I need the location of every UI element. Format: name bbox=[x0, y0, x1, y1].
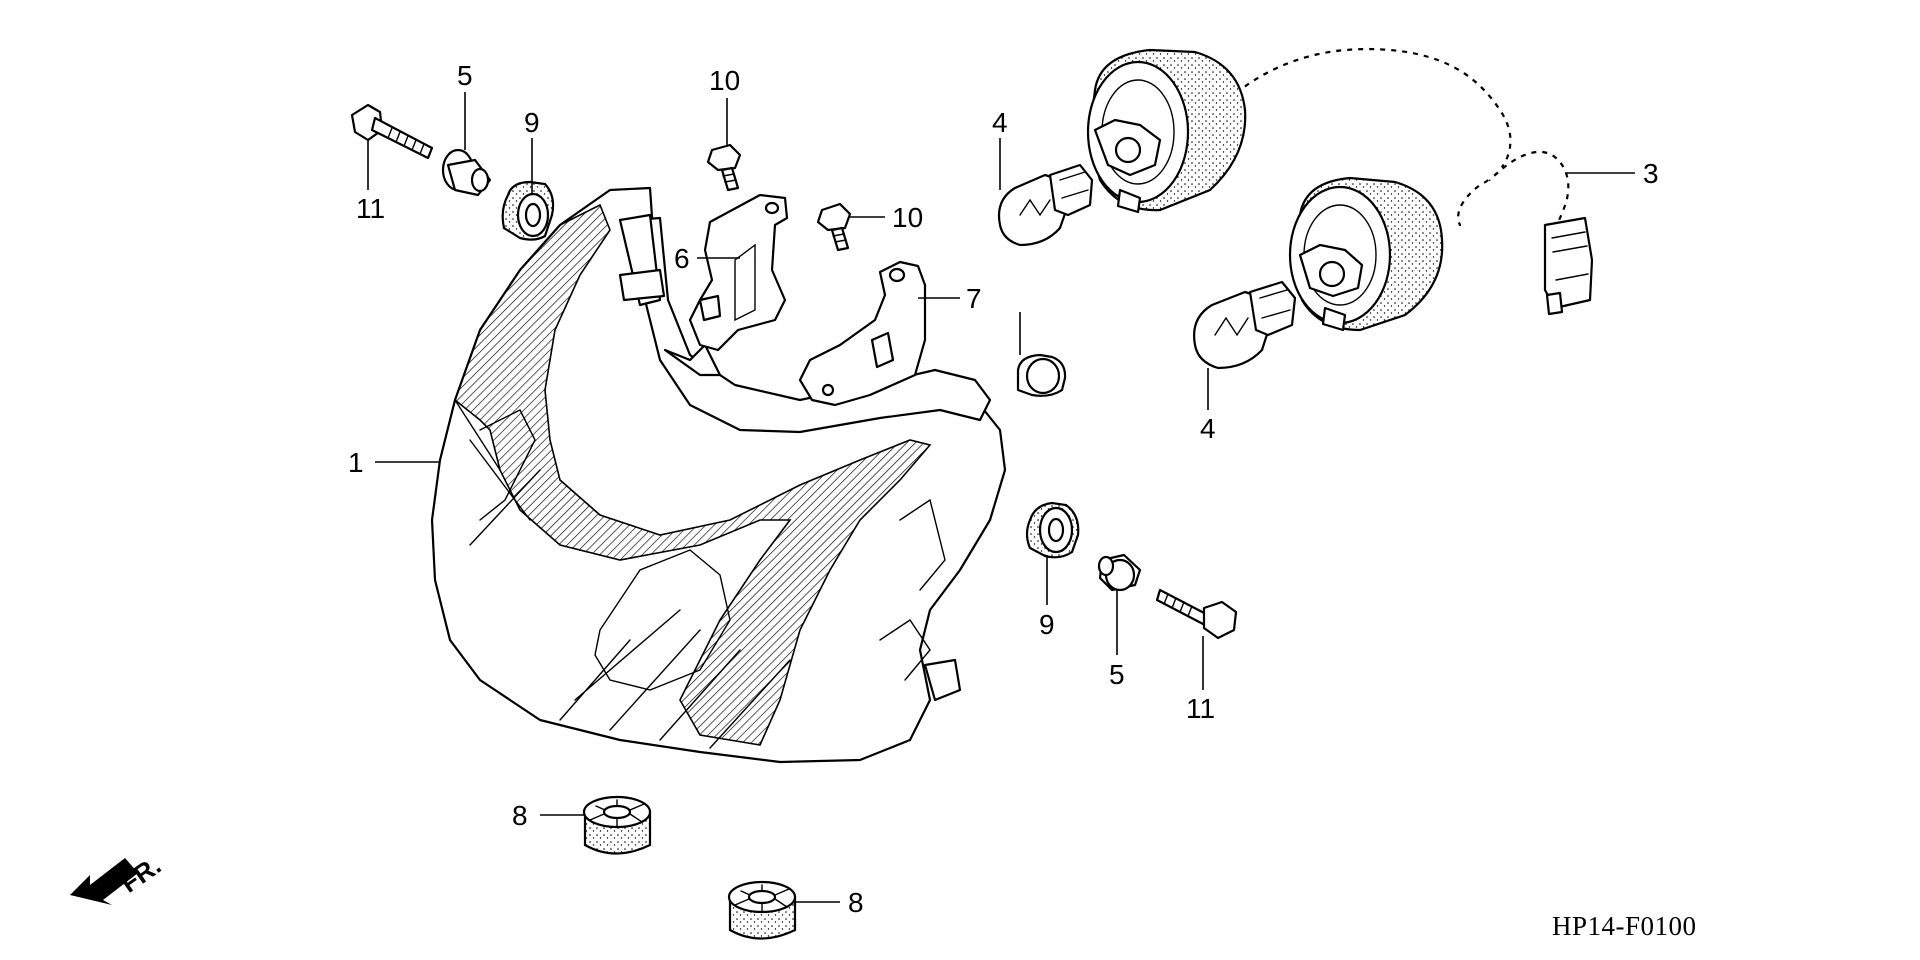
drawing-code: HP14-F0100 bbox=[1552, 911, 1697, 941]
direction-label: FR. bbox=[115, 850, 167, 899]
grommet-8-top bbox=[582, 795, 652, 855]
callout-stay-6: 6 bbox=[674, 243, 690, 274]
callout-bolt-11-left: 11 bbox=[356, 193, 385, 224]
callout-socket-harness-3: 3 bbox=[1643, 158, 1659, 189]
screw-10-right bbox=[816, 202, 852, 252]
callout-stay-7: 7 bbox=[966, 283, 982, 314]
bolt-11-left bbox=[350, 103, 434, 160]
collar-5-right bbox=[1097, 553, 1142, 592]
callout-grommet-8-bottom: 8 bbox=[848, 887, 864, 918]
leader-lines bbox=[367, 92, 1635, 903]
callout-bulb-4-lower: 4 bbox=[1200, 413, 1216, 444]
grommet-9-right bbox=[1025, 501, 1080, 559]
callout-grommet-9-right: 9 bbox=[1039, 609, 1055, 640]
stay-6 bbox=[688, 193, 789, 352]
front-direction-arrow-icon bbox=[70, 858, 138, 905]
bolt-11-right bbox=[1155, 588, 1238, 640]
callouts: 11 5 9 10 10 6 7 4 4 3 1 9 5 11 8 8 bbox=[348, 60, 1659, 918]
callout-headlight-unit-1: 1 bbox=[348, 447, 364, 478]
callout-screw-10-right: 10 bbox=[892, 202, 923, 233]
callout-bulb-4-upper: 4 bbox=[992, 107, 1008, 138]
socket-harness bbox=[1086, 45, 1594, 332]
grommet-8-bottom bbox=[727, 880, 797, 940]
bulb-4-lower bbox=[1193, 280, 1297, 370]
callout-collar-5-left: 5 bbox=[457, 60, 473, 91]
collar-2 bbox=[1016, 353, 1067, 397]
callout-grommet-8-top: 8 bbox=[512, 800, 528, 831]
bulb-4-upper bbox=[997, 163, 1094, 247]
stay-7 bbox=[798, 260, 927, 407]
callout-screw-10-top: 10 bbox=[709, 65, 740, 96]
collar-5-left bbox=[441, 148, 492, 197]
callout-grommet-9-left: 9 bbox=[524, 107, 540, 138]
screw-10-top bbox=[706, 143, 742, 192]
callout-bolt-11-right: 11 bbox=[1186, 693, 1215, 724]
callout-collar-5-right: 5 bbox=[1109, 659, 1125, 690]
grommet-9-left bbox=[501, 180, 555, 241]
